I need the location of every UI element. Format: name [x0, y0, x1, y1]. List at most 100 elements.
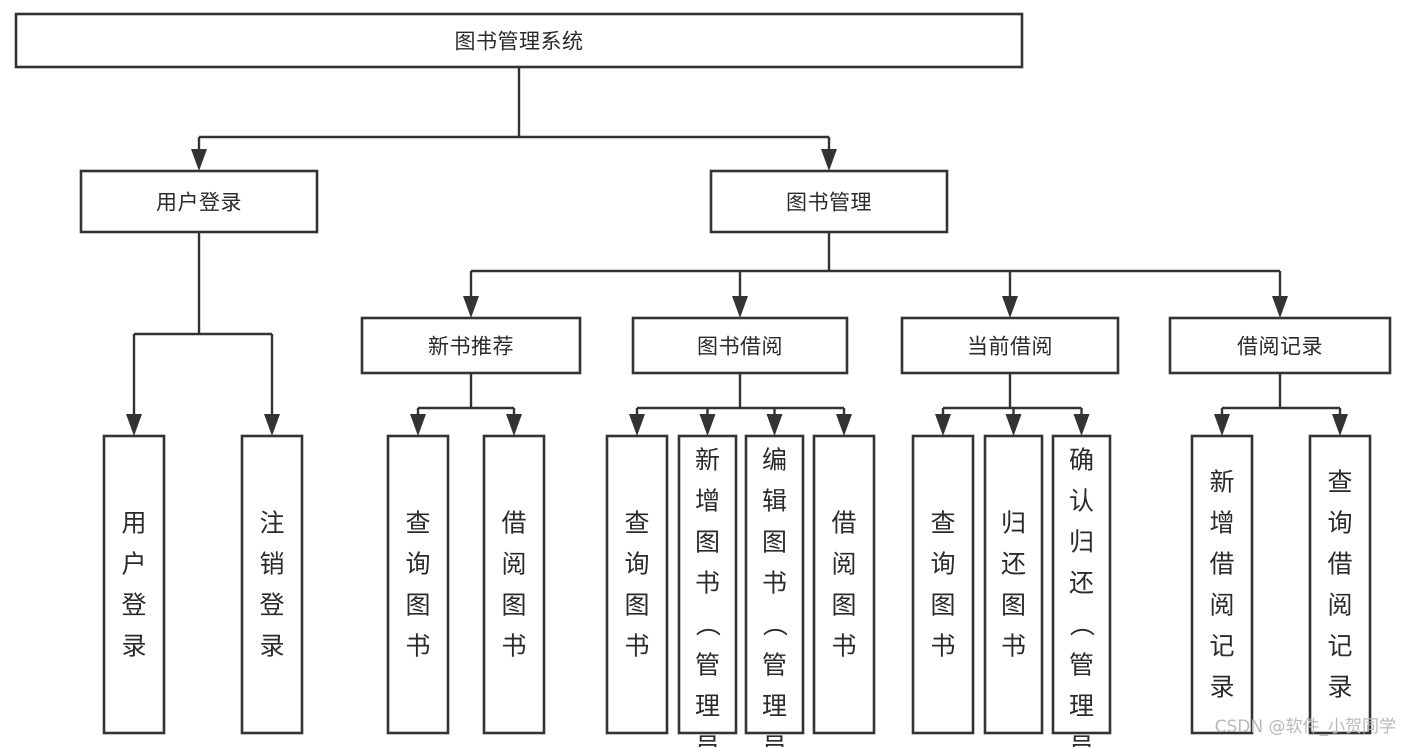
node-box-new-book-recommend[interactable] — [360, 316, 582, 375]
node-label-char-leaf-logout-login-0: 注 — [259, 509, 284, 538]
node-label-char-leaf-return-book-3: 书 — [1001, 632, 1026, 661]
node-label-book-borrow: 图书借阅 — [697, 335, 783, 359]
node-label-char-leaf-edit-book-admin-2: 图 — [762, 528, 787, 557]
node-label-char-leaf-query-book-recommend-3: 书 — [405, 632, 430, 661]
node-box-leaf-edit-book-admin[interactable] — [744, 434, 805, 735]
node-box-current-borrow[interactable] — [900, 316, 1120, 375]
node-label-current-borrow: 当前借阅 — [967, 335, 1053, 359]
node-new-book-recommend[interactable]: 新书推荐 — [360, 316, 582, 375]
node-box-leaf-return-book[interactable] — [983, 434, 1044, 735]
node-leaf-user-login[interactable]: 用户登录 — [102, 434, 166, 735]
node-label-char-leaf-add-book-admin-3: 书 — [695, 569, 720, 598]
node-label-char-leaf-query-book-recommend-1: 询 — [405, 550, 430, 579]
csdn-watermark: CSDN @软件_小贺同学 — [1215, 717, 1396, 737]
node-label-char-leaf-logout-login-1: 销 — [259, 550, 284, 579]
edge-bookmanage-arrow-icon-1 — [732, 296, 748, 318]
node-label-char-leaf-add-borrow-record-5: 录 — [1209, 673, 1234, 702]
node-box-leaf-query-book-current[interactable] — [911, 434, 975, 735]
node-book-borrow[interactable]: 图书借阅 — [631, 316, 849, 375]
edge-book-borrow-arrow-icon-1 — [699, 414, 716, 436]
node-label-char-leaf-query-book-borrow-3: 书 — [624, 632, 649, 661]
node-label-char-leaf-return-book-2: 图 — [1001, 591, 1026, 620]
node-borrow-record[interactable]: 借阅记录 — [1168, 316, 1392, 375]
node-box-root[interactable] — [14, 12, 1024, 69]
node-box-leaf-add-borrow-record[interactable] — [1190, 434, 1254, 735]
node-label-char-leaf-edit-book-admin-3: 书 — [762, 569, 787, 598]
node-book-manage[interactable]: 图书管理 — [709, 169, 949, 234]
edge-current-borrow-arrow-icon-1 — [1005, 414, 1022, 436]
node-box-book-borrow[interactable] — [631, 316, 849, 375]
node-root[interactable]: 图书管理系统 — [14, 12, 1024, 69]
node-label-char-leaf-query-book-borrow-0: 查 — [624, 509, 649, 538]
edge-root-arrow-icon-0 — [191, 149, 207, 171]
node-label-char-leaf-add-book-admin-0: 新 — [695, 446, 720, 475]
connectors-layer — [126, 67, 1348, 436]
node-label-char-leaf-user-login-1: 户 — [121, 550, 146, 579]
node-box-leaf-query-book-recommend[interactable] — [386, 434, 450, 735]
node-label-char-leaf-query-book-borrow-1: 询 — [624, 550, 649, 579]
node-box-leaf-logout-login[interactable] — [240, 434, 304, 735]
node-box-leaf-borrow-book[interactable] — [812, 434, 876, 735]
node-box-user-login[interactable] — [79, 169, 319, 234]
node-label-char-leaf-edit-book-admin-0: 编 — [762, 446, 787, 475]
node-label-char-leaf-borrow-book-recommend-3: 书 — [501, 632, 526, 661]
node-box-leaf-add-book-admin[interactable] — [677, 434, 738, 735]
node-box-leaf-borrow-book-recommend[interactable] — [482, 434, 546, 735]
node-label-char-leaf-borrow-book-recommend-1: 阅 — [501, 550, 526, 579]
node-label-char-leaf-add-borrow-record-4: 记 — [1209, 632, 1234, 661]
node-label-char-leaf-user-login-0: 用 — [121, 509, 146, 538]
node-label-char-leaf-borrow-book-0: 借 — [831, 509, 856, 538]
edge-root-arrow-icon-1 — [821, 149, 837, 171]
node-label-char-leaf-edit-book-admin-5: 管 — [762, 651, 787, 680]
node-box-book-manage[interactable] — [709, 169, 949, 234]
edge-userlogin-arrow-icon-0 — [126, 414, 142, 436]
node-label-borrow-record: 借阅记录 — [1237, 335, 1323, 359]
edge-book-borrow-arrow-icon-2 — [766, 414, 783, 436]
node-label-char-leaf-query-book-current-1: 询 — [930, 550, 955, 579]
node-box-borrow-record[interactable] — [1168, 316, 1392, 375]
node-label-root: 图书管理系统 — [455, 30, 584, 54]
edge-new-book-recommend-arrow-icon-1 — [506, 414, 522, 436]
node-label-char-leaf-edit-book-admin-1: 辑 — [762, 487, 787, 516]
node-label-char-leaf-borrow-book-recommend-0: 借 — [501, 509, 526, 538]
node-label-char-leaf-return-book-1: 还 — [1001, 550, 1026, 579]
edge-book-borrow-arrow-icon-3 — [836, 414, 852, 436]
node-label-char-leaf-confirm-return-admin-6: 理 — [1069, 692, 1094, 721]
node-label-char-leaf-borrow-book-recommend-2: 图 — [501, 591, 526, 620]
edge-borrow-record-arrow-icon-1 — [1332, 414, 1348, 436]
node-label-char-leaf-edit-book-admin-4: （ — [760, 611, 789, 636]
node-label-char-leaf-query-book-current-2: 图 — [930, 591, 955, 620]
node-label-new-book-recommend: 新书推荐 — [428, 335, 514, 359]
node-box-leaf-query-book-borrow[interactable] — [605, 434, 669, 735]
node-label-char-leaf-query-borrow-record-4: 记 — [1327, 632, 1352, 661]
node-label-char-leaf-borrow-book-3: 书 — [831, 632, 856, 661]
edge-bookmanage-arrow-icon-3 — [1272, 296, 1288, 318]
edge-current-borrow-arrow-icon-2 — [1073, 414, 1090, 436]
node-current-borrow[interactable]: 当前借阅 — [900, 316, 1120, 375]
nodes-layer: 图书管理系统用户登录图书管理新书推荐图书借阅当前借阅借阅记录用户登录注销登录查询… — [14, 12, 1392, 747]
node-label-char-leaf-add-borrow-record-0: 新 — [1209, 468, 1234, 497]
node-label-char-leaf-confirm-return-admin-1: 认 — [1069, 487, 1094, 516]
node-box-leaf-user-login[interactable] — [102, 434, 166, 735]
node-box-leaf-confirm-return-admin[interactable] — [1051, 434, 1112, 735]
node-box-leaf-query-borrow-record[interactable] — [1308, 434, 1372, 735]
node-label-char-leaf-add-book-admin-7: 员 — [695, 733, 720, 747]
node-user-login[interactable]: 用户登录 — [79, 169, 319, 234]
node-label-char-leaf-query-book-borrow-2: 图 — [624, 591, 649, 620]
node-label-char-leaf-add-book-admin-6: 理 — [695, 692, 720, 721]
edge-bookmanage-arrow-icon-2 — [1002, 296, 1018, 318]
